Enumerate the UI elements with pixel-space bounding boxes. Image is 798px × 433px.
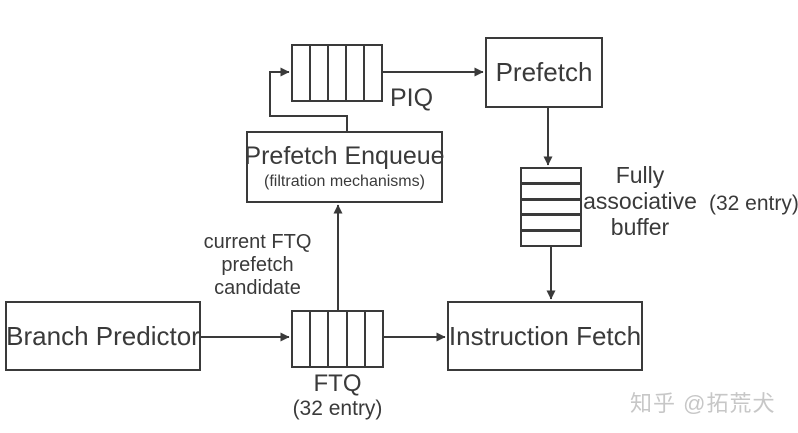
queue-cell xyxy=(293,46,309,100)
queue-cell xyxy=(522,169,580,182)
queue-cell xyxy=(522,181,580,198)
prefetch-enqueue-label: Prefetch Enqueue xyxy=(244,142,445,171)
queue-cell xyxy=(363,312,382,366)
ftq-label-block: FTQ (32 entry) xyxy=(270,370,405,421)
queue-cell xyxy=(345,46,363,100)
buffer-entry-count-label: (32 entry) xyxy=(709,192,798,215)
ftq-entry-count-label: (32 entry) xyxy=(292,397,383,420)
zhihu-watermark: 知乎 @拓荒犬 xyxy=(630,391,776,416)
branch-predictor-label: Branch Predictor xyxy=(6,320,200,351)
queue-cell xyxy=(363,46,381,100)
ftq-queue xyxy=(291,310,384,368)
queue-cell xyxy=(522,213,580,229)
current-ftq-prefetch-candidate-label: current FTQ prefetch candidate xyxy=(203,231,312,299)
fully-associative-buffer xyxy=(520,167,582,247)
queue-cell xyxy=(327,46,345,100)
queue-cell xyxy=(293,312,309,366)
prefetch-enqueue-box: Prefetch Enqueue (filtration mechanisms) xyxy=(244,131,445,203)
arrow-prefetch-enqueue-to-piq xyxy=(269,67,348,133)
ftq-label: FTQ xyxy=(313,370,362,397)
queue-cell xyxy=(309,312,327,366)
prefetch-box: Prefetch xyxy=(485,37,603,108)
prefetch-enqueue-sublabel: (filtration mechanisms) xyxy=(264,172,425,190)
fully-associative-buffer-label: Fully associative buffer xyxy=(583,162,697,240)
piq-queue xyxy=(291,44,383,102)
queue-cell xyxy=(522,229,580,245)
instruction-fetch-box: Instruction Fetch xyxy=(447,301,643,371)
queue-cell xyxy=(309,46,327,100)
prefetch-label: Prefetch xyxy=(495,57,593,88)
piq-label: PIQ xyxy=(390,84,434,112)
queue-cell xyxy=(345,312,364,366)
queue-cell xyxy=(522,197,580,214)
branch-predictor-box: Branch Predictor xyxy=(5,301,201,371)
queue-cell xyxy=(327,312,345,366)
instruction-fetch-label: Instruction Fetch xyxy=(448,320,642,351)
